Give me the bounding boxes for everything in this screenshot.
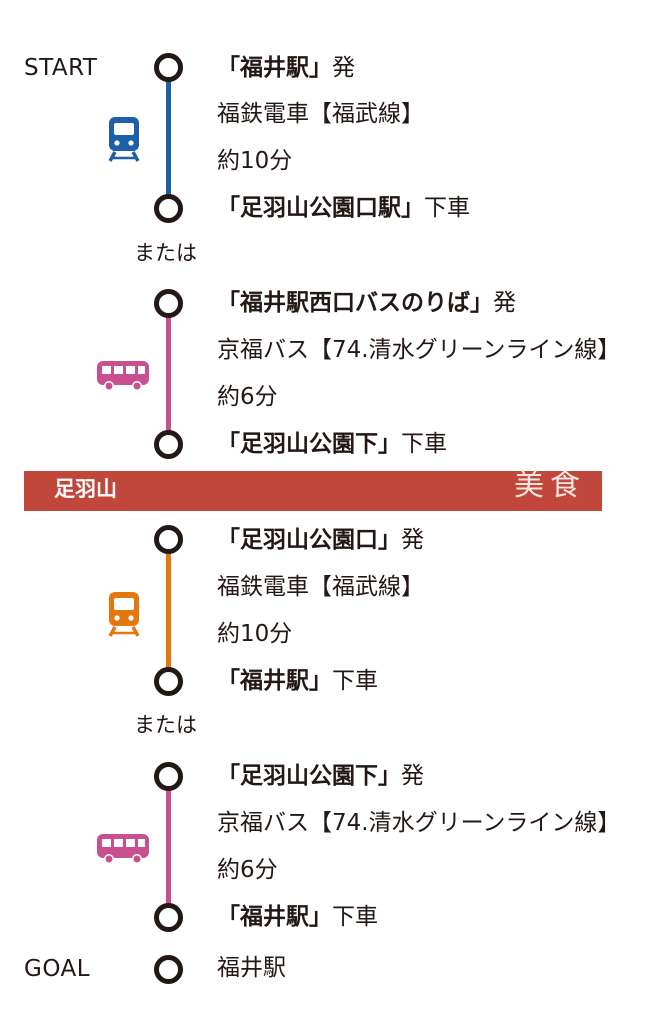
goal-node (154, 955, 183, 984)
route-3-duration: 約10分 (217, 621, 293, 647)
route-4-departure: 「足羽山公園下」発 (217, 763, 424, 789)
alternative-label: または (134, 713, 197, 737)
train-icon (107, 591, 141, 641)
route-3-line: 福鉄電車【福武線】 (217, 574, 424, 600)
route-2-line: 京福バス【74.清水グリーンライン線】 (217, 337, 621, 363)
goal-station: 福井駅 (217, 955, 286, 981)
route-node (154, 53, 183, 82)
route-node (154, 903, 183, 932)
route-4-arrival: 「福井駅」下車 (217, 904, 378, 930)
route-3-departure: 「足羽山公園口」発 (217, 527, 424, 553)
route-line-bus-outbound (166, 305, 171, 441)
bus-icon (96, 832, 150, 870)
route-1-line: 福鉄電車【福武線】 (217, 101, 424, 127)
train-icon (107, 116, 141, 166)
route-3-arrival: 「福井駅」下車 (217, 668, 378, 694)
bus-icon (96, 359, 150, 397)
route-line-train-return (166, 542, 171, 678)
route-2-arrival: 「足羽山公園下」下車 (217, 431, 447, 457)
route-line-train-outbound (166, 70, 171, 206)
route-4-duration: 約6分 (217, 857, 278, 883)
banner-title: 足羽山 (54, 477, 117, 501)
section-banner: 足羽山 美食 (24, 471, 602, 511)
route-node (154, 762, 183, 791)
start-label: START (24, 55, 98, 81)
route-node (154, 194, 183, 223)
route-1-departure: 「福井駅」発 (217, 55, 355, 81)
route-line-bus-return (166, 778, 171, 914)
route-node (154, 289, 183, 318)
alternative-label: または (134, 241, 197, 265)
banner-subtitle: 美食 (514, 468, 586, 503)
route-node (154, 525, 183, 554)
route-1-arrival: 「足羽山公園口駅」下車 (217, 195, 470, 221)
route-1-duration: 約10分 (217, 148, 293, 174)
route-node (154, 667, 183, 696)
route-2-departure: 「福井駅西口バスのりば」発 (217, 290, 516, 316)
route-2-duration: 約6分 (217, 384, 278, 410)
goal-label: GOAL (24, 956, 91, 982)
route-4-line: 京福バス【74.清水グリーンライン線】 (217, 810, 621, 836)
route-node (154, 430, 183, 459)
